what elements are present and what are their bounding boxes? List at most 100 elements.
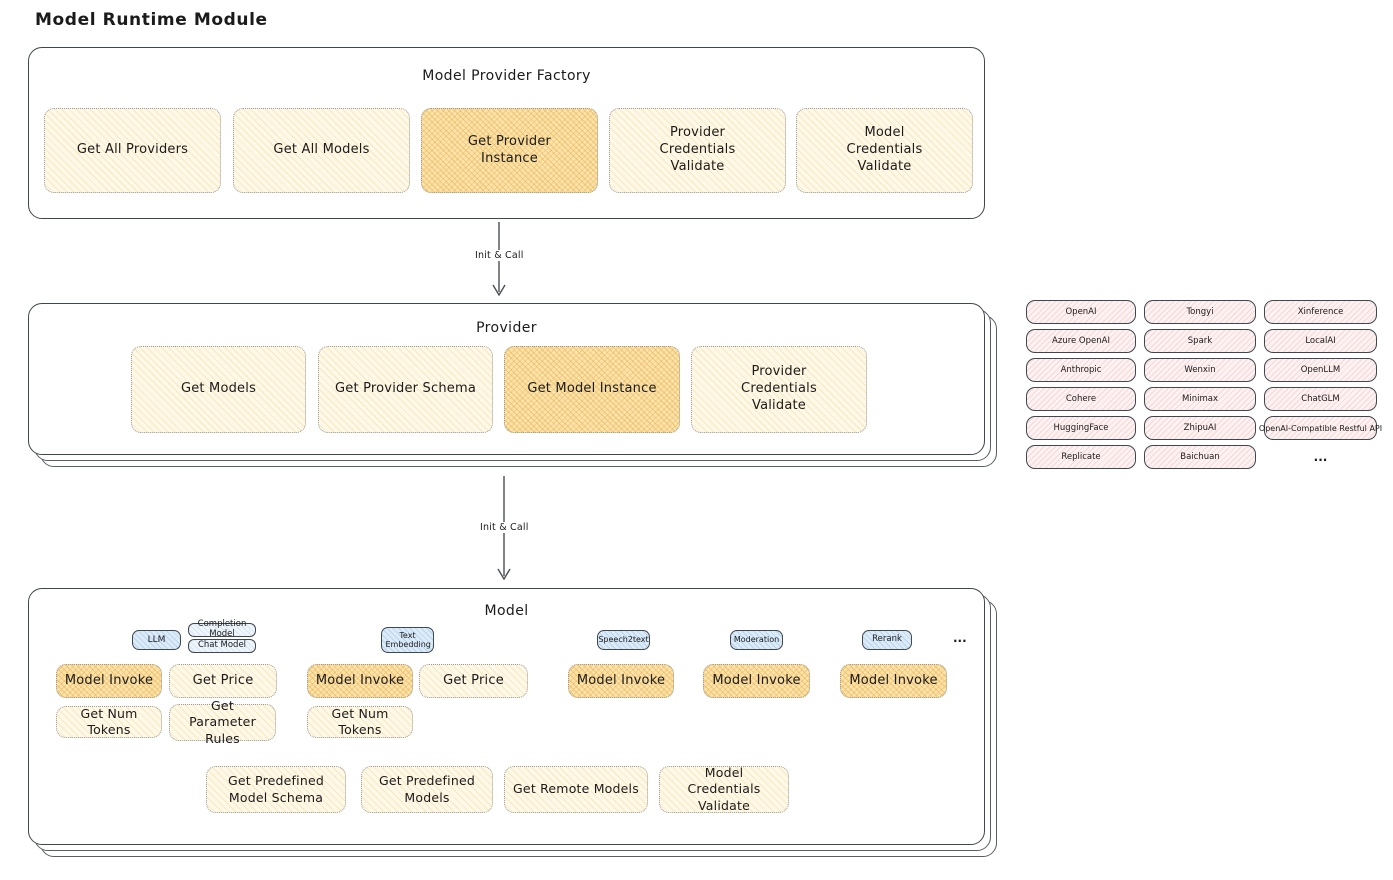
embedding-get-price-node[interactable]: Get Price [419,664,528,698]
completion-model-label: Completion Model [197,619,247,639]
provider-pill[interactable]: HuggingFace [1026,416,1136,440]
provider-pill-label: OpenAI [1065,307,1097,317]
provider-list-ellipsis: ... [1313,450,1328,464]
provider-pill-label: Xinference [1297,307,1344,317]
provider-pill[interactable]: LocalAI [1264,329,1377,353]
llm-get-parameter-rules-node[interactable]: Get Parameter Rules [169,698,276,746]
get-provider-instance-label: Get Provider Instance [467,133,552,166]
llm-type-label: LLM [147,634,166,645]
get-remote-models-label: Get Remote Models [513,781,639,797]
embedding-get-num-tokens-node[interactable]: Get Num Tokens [307,706,413,738]
provider-pill[interactable]: Cohere [1026,387,1136,411]
llm-type-badge[interactable]: LLM [132,630,181,650]
get-predefined-models-label: Get Predefined Models [379,773,475,805]
provider-pill-label: OpenAI-Compatible Restful API [1258,423,1383,433]
model-credentials-validate-node[interactable]: Model Credentials Validate [796,108,973,193]
completion-model-badge[interactable]: Completion Model [188,619,256,639]
factory-panel[interactable]: Model Provider Factory Get All Providers… [28,47,985,219]
get-remote-models-node[interactable]: Get Remote Models [504,766,648,813]
get-models-node[interactable]: Get Models [131,346,306,433]
speech2text-type-badge[interactable]: Speech2text [597,630,650,650]
provider-pill-label: Spark [1187,336,1213,346]
text-embedding-type-label: Text Embedding [385,630,431,649]
provider-pill-label: Wenxin [1184,365,1216,375]
provider-pill[interactable]: Replicate [1026,445,1136,469]
provider-pill-label: Anthropic [1060,365,1102,375]
provider-pill[interactable]: ZhipuAI [1144,416,1256,440]
provider-panel[interactable]: Provider Get Models Get Provider Schema … [28,303,985,455]
provider-list: OpenAI Tongyi Xinference Azure OpenAI Sp… [1026,300,1382,469]
init-call-label-2: Init & Call [477,522,532,533]
provider-pill-label: OpenLLM [1300,365,1341,375]
embedding-get-num-tokens-label: Get Num Tokens [331,705,389,737]
provider-pill[interactable]: Azure OpenAI [1026,329,1136,353]
provider-pill-label: HuggingFace [1053,423,1109,433]
moderation-type-label: Moderation [733,635,780,645]
get-all-models-label: Get All Models [273,142,370,158]
get-provider-schema-node[interactable]: Get Provider Schema [318,346,493,433]
provider-credentials-validate-node[interactable]: Provider Credentials Validate [609,108,786,193]
provider-pill-label: Minimax [1182,394,1218,404]
get-model-instance-node[interactable]: Get Model Instance [504,346,680,433]
provider-pill[interactable]: Xinference [1264,300,1377,324]
rerank-model-invoke-label: Model Invoke [849,672,938,688]
model-credentials-validate-node-2[interactable]: Model Credentials Validate [659,765,789,813]
rerank-type-badge[interactable]: Rerank [862,630,912,650]
llm-model-invoke-node[interactable]: Model Invoke [56,664,162,698]
model-panel[interactable]: Model LLM Completion Model Chat Model Te… [28,588,985,845]
provider-pill-label: ZhipuAI [1183,423,1217,433]
moderation-model-invoke-node[interactable]: Model Invoke [703,664,810,698]
llm-model-invoke-label: Model Invoke [64,672,154,688]
speech2text-model-invoke-node[interactable]: Model Invoke [568,664,674,698]
rerank-model-invoke-node[interactable]: Model Invoke [840,664,947,698]
get-model-instance-label: Get Model Instance [527,381,657,397]
llm-get-price-label: Get Price [192,672,254,688]
provider-pill-label: ChatGLM [1301,394,1340,404]
provider-pill[interactable]: Spark [1144,329,1256,353]
provider-title: Provider [476,320,537,336]
provider-pill[interactable]: Wenxin [1144,358,1256,382]
chat-model-label: Chat Model [197,640,247,651]
embedding-model-invoke-label: Model Invoke [315,672,405,688]
embedding-model-invoke-node[interactable]: Model Invoke [307,664,413,698]
provider-pill[interactable]: Tongyi [1144,300,1256,324]
provider-pill[interactable]: OpenAI-Compatible Restful API [1259,416,1382,440]
provider-pill-label: Baichuan [1180,452,1220,462]
llm-get-num-tokens-node[interactable]: Get Num Tokens [56,706,162,738]
get-models-label: Get Models [180,381,257,397]
text-embedding-type-badge[interactable]: Text Embedding [381,627,434,653]
provider-pill-label: Tongyi [1186,307,1214,317]
provider-pill-label: Azure OpenAI [1052,336,1110,346]
factory-title: Model Provider Factory [422,68,591,84]
provider-pill[interactable]: Baichuan [1144,445,1256,469]
embedding-get-price-label: Get Price [443,672,504,688]
provider-pill[interactable]: OpenAI [1026,300,1136,324]
get-all-models-node[interactable]: Get All Models [233,108,410,193]
provider-pill[interactable]: Minimax [1144,387,1256,411]
get-predefined-models-node[interactable]: Get Predefined Models [361,766,493,813]
get-predefined-model-schema-label: Get Predefined Model Schema [228,773,324,805]
moderation-type-badge[interactable]: Moderation [730,630,783,650]
llm-get-price-node[interactable]: Get Price [169,664,277,698]
init-call-label-1: Init & Call [472,250,527,261]
provider-pill[interactable]: OpenLLM [1264,358,1377,382]
provider-credentials-validate-label-2: Provider Credentials Validate [741,364,817,413]
chat-model-badge[interactable]: Chat Model [188,639,256,653]
provider-pill-label: LocalAI [1305,336,1336,346]
rerank-type-label: Rerank [872,634,902,645]
provider-pill[interactable]: ChatGLM [1264,387,1377,411]
get-all-providers-label: Get All Providers [76,142,189,158]
get-all-providers-node[interactable]: Get All Providers [44,108,221,193]
provider-credentials-validate-node-2[interactable]: Provider Credentials Validate [691,346,867,433]
speech2text-model-invoke-label: Model Invoke [576,672,666,688]
get-predefined-model-schema-node[interactable]: Get Predefined Model Schema [206,766,346,813]
provider-pill[interactable]: Anthropic [1026,358,1136,382]
model-credentials-validate-label-2: Model Credentials Validate [687,765,761,813]
model-types-ellipsis: ... [953,631,967,645]
speech2text-type-label: Speech2text [598,635,649,645]
model-title: Model [484,603,529,619]
provider-credentials-validate-label: Provider Credentials Validate [659,125,736,174]
moderation-model-invoke-label: Model Invoke [712,672,801,688]
get-provider-instance-node[interactable]: Get Provider Instance [421,108,598,193]
